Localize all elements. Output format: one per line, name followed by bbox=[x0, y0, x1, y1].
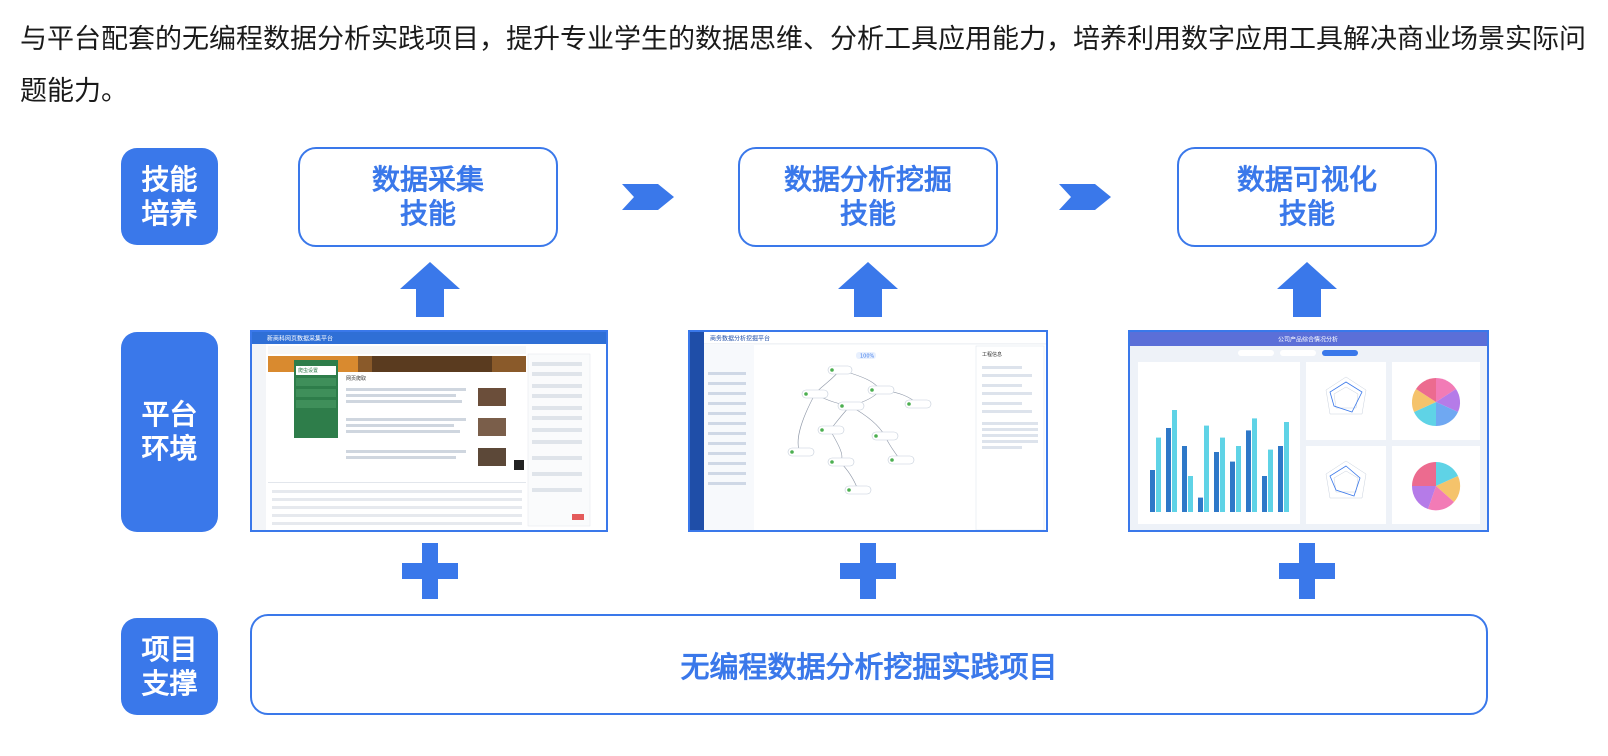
chevron-right-icon bbox=[622, 184, 674, 210]
thumbnail-bar bbox=[1220, 437, 1225, 512]
label-platform-environment: 平台 环境 bbox=[121, 332, 218, 532]
thumbnail-bar bbox=[1268, 449, 1273, 512]
thumbnail-bar bbox=[1150, 470, 1155, 512]
thumbnail-bar bbox=[1236, 446, 1241, 512]
screenshot-panel-title: 工程信息 bbox=[982, 351, 1002, 358]
chevron-right-icon bbox=[1059, 184, 1111, 210]
screenshot-section: 网页爬取 bbox=[346, 375, 366, 382]
screenshot-zoom: 100% bbox=[860, 354, 875, 360]
thumbnail-bar bbox=[1284, 422, 1289, 512]
screenshot-title: 新商科网页数据采集平台 bbox=[267, 335, 333, 343]
platform-screenshot-mining: 商务数据分析挖掘平台 100% bbox=[688, 330, 1048, 532]
label-project-support: 项目 支撑 bbox=[121, 618, 218, 715]
thumbnail-bar bbox=[1262, 476, 1267, 512]
thumbnail-bar bbox=[1252, 418, 1257, 512]
arrow-up-icon bbox=[400, 262, 460, 317]
plus-icon bbox=[402, 543, 458, 599]
skill-data-collection: 数据采集 技能 bbox=[298, 147, 558, 247]
arrow-up-icon bbox=[838, 262, 898, 317]
thumbnail-bar bbox=[1198, 497, 1203, 512]
thumbnail-bar bbox=[1156, 437, 1161, 512]
skill-data-visualization: 数据可视化 技能 bbox=[1177, 147, 1437, 247]
platform-screenshot-collection: 新商科网页数据采集平台 爬虫设置 网页爬取 bbox=[250, 330, 608, 532]
skill-data-mining: 数据分析挖掘 技能 bbox=[738, 147, 998, 247]
thumbnail-bar bbox=[1230, 461, 1235, 512]
plus-icon bbox=[840, 543, 896, 599]
project-title: 无编程数据分析挖掘实践项目 bbox=[250, 614, 1488, 715]
intro-text: 与平台配套的无编程数据分析实践项目，提升专业学生的数据思维、分析工具应用能力，培… bbox=[20, 24, 1586, 107]
thumbnail-bar bbox=[1182, 446, 1187, 512]
label-skill-training: 技能 培养 bbox=[121, 148, 218, 245]
platform-screenshot-visualization: 公司产品综合情况分析 bbox=[1128, 330, 1489, 532]
thumbnail-bar bbox=[1166, 428, 1171, 512]
thumbnail-bar bbox=[1172, 410, 1177, 512]
screenshot-title: 商务数据分析挖掘平台 bbox=[710, 335, 770, 343]
thumbnail-bar bbox=[1246, 430, 1251, 512]
arrow-up-icon bbox=[1277, 262, 1337, 317]
thumbnail-bar bbox=[1204, 425, 1209, 512]
screenshot-menu-item: 爬虫设置 bbox=[298, 367, 318, 374]
thumbnail-bar bbox=[1214, 452, 1219, 512]
thumbnail-bar bbox=[1188, 476, 1193, 512]
thumbnail-bar bbox=[1278, 446, 1283, 512]
screenshot-title: 公司产品综合情况分析 bbox=[1278, 336, 1338, 344]
plus-icon bbox=[1279, 543, 1335, 599]
